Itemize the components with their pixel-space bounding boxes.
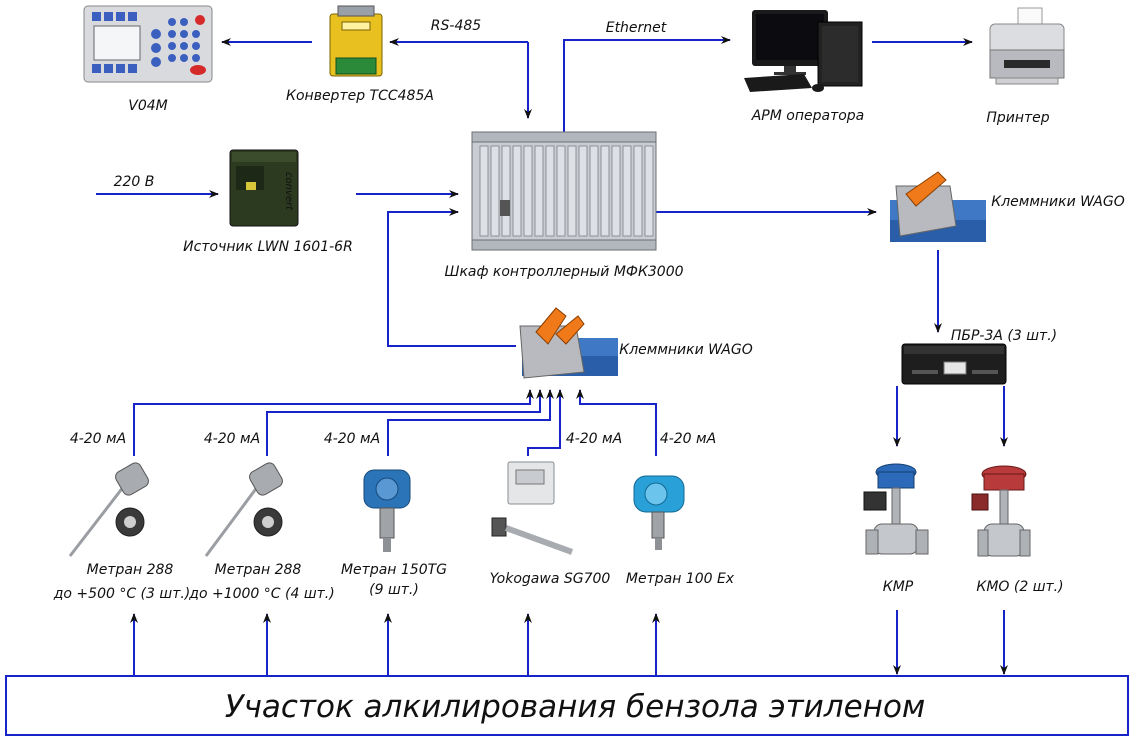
label-sig1: 4-20 мА [70,431,126,447]
control-valve-icon [971,465,1031,557]
desktop-pc-icon [744,10,863,92]
label-metran288a-1: Метран 288 [87,562,174,578]
label-plant: Участок алкилирования бензола этиленом [225,689,926,725]
label-yokogawa: Yokogawa SG700 [490,571,611,587]
printer-icon [989,7,1065,85]
label-sig2: 4-20 мА [204,431,260,447]
line-sig5 [576,389,657,456]
label-metran150-2: (9 шт.) [369,582,419,598]
control-valve-icon [863,463,929,555]
label-metran150-1: Метран 150TG [341,562,447,578]
label-metran288a-2: до +500 °С (3 шт.) [53,586,191,602]
label-kmr: КМР [883,579,914,595]
label-sig5: 4-20 мА [660,431,716,447]
panel-device-icon [83,5,213,83]
connection-lines [96,36,1008,676]
label-wago-top: Клеммники WAGO [991,194,1124,210]
label-metran288b-1: Метран 288 [215,562,302,578]
label-pbr: ПБР-3А (3 шт.) [951,328,1057,344]
converter-icon [329,5,383,77]
power-supply-icon: convert [229,149,299,227]
label-cabinet: Шкаф контроллерный МФК3000 [444,264,683,280]
wago-terminal-icon [890,171,986,242]
line-ethernet [563,36,731,132]
wago-terminal-icon [519,307,618,379]
controller-rack-icon [471,131,657,251]
label-converter: Конвертер TCC485A [286,88,434,104]
positioner-box-icon [901,343,1007,385]
line-sig1 [133,389,534,456]
svg-text:convert: convert [283,172,294,211]
line-sig2 [266,389,544,456]
label-arm: АРМ оператора [751,108,865,124]
label-metran288b-2: до +1000 °С (4 шт.) [188,586,334,602]
label-rs485: RS-485 [431,18,481,34]
label-v04m: V04M [128,98,167,114]
label-wago-mid: Клеммники WAGO [619,342,752,358]
analyzer-icon [491,461,574,555]
line-wago-cabinet [387,208,516,347]
thermocouple-icon [68,462,149,557]
line-sig3 [387,389,554,456]
label-psu: Источник LWN 1601-6R [183,239,353,255]
label-kmo: КМО (2 шт.) [976,579,1063,595]
label-220v: 220 В [114,174,155,190]
label-metran100: Метран 100 Ex [626,571,735,587]
label-ethernet: Ethernet [606,20,667,36]
plant-box [5,675,1129,736]
pressure-transmitter-icon [363,469,411,552]
label-sig4: 4-20 мА [566,431,622,447]
line-sig4 [527,389,564,456]
label-printer: Принтер [986,110,1049,126]
thermocouple-icon [204,462,283,557]
pressure-transmitter-icon [633,475,685,550]
label-sig3: 4-20 мА [324,431,380,447]
